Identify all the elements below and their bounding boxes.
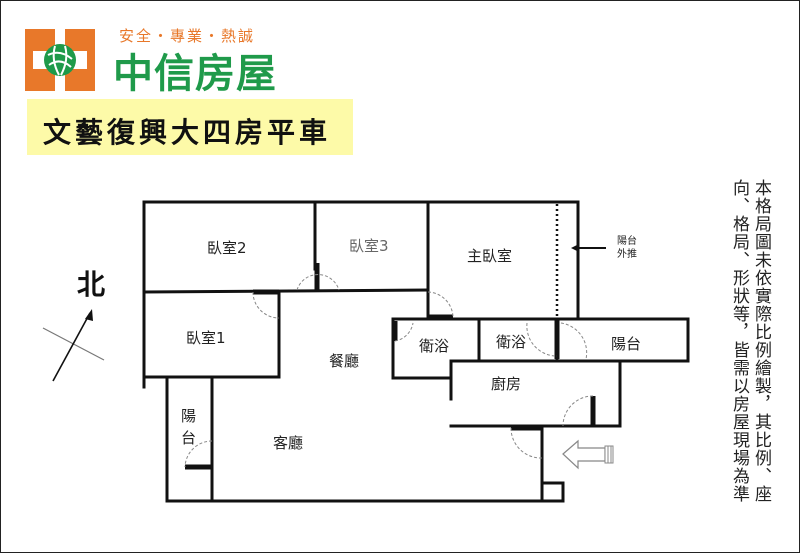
room-label-bedroom-2: 臥室2 xyxy=(207,239,247,257)
room-label-balcony-east: 陽台 xyxy=(611,335,642,353)
room-label-living-room: 客廳 xyxy=(273,434,304,452)
disclaimer-column-2: 向、格局、形狀等，皆需以房屋現場為準 xyxy=(729,179,749,503)
balcony-extended-line1: 陽台 xyxy=(617,236,637,247)
room-label-bathroom-1: 衛浴 xyxy=(419,337,450,355)
balcony-extended-line2: 外推 xyxy=(617,249,637,260)
room-label-bedroom-1: 臥室1 xyxy=(186,329,226,347)
room-label-kitchen: 廚房 xyxy=(491,375,522,393)
room-label-dining-room: 餐廳 xyxy=(329,352,360,370)
room-label-bathroom-2: 衛浴 xyxy=(496,333,527,351)
listing-title-banner: 文藝復興大四房平車 xyxy=(27,99,353,155)
room-label-master-bedroom: 主臥室 xyxy=(467,247,513,265)
company-logo-icon xyxy=(25,29,95,91)
balcony-extended-note: 陽台 外推 xyxy=(617,235,637,261)
disclaimer-column-1: 本格局圖未依實際比例繪製，其比例、座 xyxy=(751,179,771,503)
room-label-bedroom-3: 臥室3 xyxy=(349,237,389,255)
north-label: 北 xyxy=(77,268,106,301)
company-name: 中信房屋 xyxy=(113,51,277,97)
listing-title: 文藝復興大四房平車 xyxy=(43,116,332,149)
company-slogan: 安全・專業・熱誠 xyxy=(119,27,256,45)
room-label-balcony-west: 陽台 xyxy=(181,407,197,447)
